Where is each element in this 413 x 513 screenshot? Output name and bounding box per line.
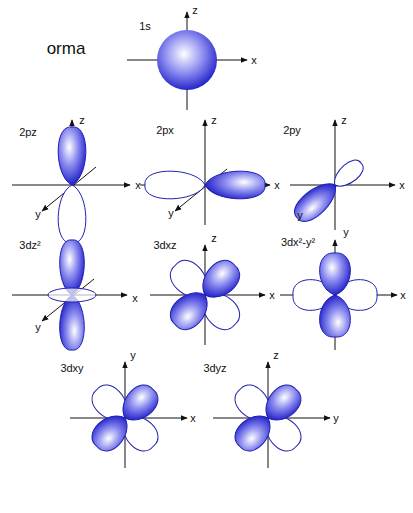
orbital-shape [58,127,86,243]
orbital-lobe [320,253,351,295]
axis-or-orbital-label: y [333,413,339,424]
orbital-lobe [60,295,85,350]
axis-or-orbital-label: z [341,115,347,126]
axis-or-orbital-label: y [35,322,41,333]
axis-or-orbital-label: 1s [139,21,151,32]
axis-or-orbital-label: y [130,350,136,361]
axis-or-orbital-label: z [79,115,85,126]
axis-or-orbital-label: 3dxy [60,363,83,374]
orbital-shape [164,254,245,335]
axis-or-orbital-label: 3dz² [19,240,40,251]
orbital-lobe [205,171,265,199]
orbital-lobe [320,295,351,337]
axis-or-orbital-label: 3dx²-y² [281,237,315,248]
orbital-lobe [60,240,85,295]
axis-or-orbital-label: x [251,55,257,66]
axis-or-orbital-label: x [190,413,196,424]
axis-or-orbital-label: z [211,115,217,126]
axis-or-orbital-label: y [35,209,41,220]
axis-or-orbital-label: z [273,350,279,361]
axis-or-orbital-label: y [168,208,174,219]
axis-or-orbital-label: 2pz [19,127,37,138]
orbital-lobe [58,127,86,185]
axis-or-orbital-label: x [274,180,280,191]
s-orbital-sphere [157,30,217,90]
cut-off-heading: orma [47,40,86,57]
axis-arrow [205,120,206,225]
axis-or-orbital-label: x [400,290,406,301]
orbital-lobe [58,185,86,243]
axis-or-orbital-label: 3dxz [153,240,176,251]
axis-arrow [335,120,336,230]
axis-or-orbital-label: z [211,233,217,244]
orbital-shape [48,240,96,350]
orbital-lobe [229,408,278,457]
orbital-shape [145,171,265,199]
axis-or-orbital-label: 2px [156,125,174,136]
orbital-shape [289,156,367,227]
orbital-lobe [86,408,135,457]
orbital-shape [86,379,163,456]
orbital-ring [48,288,96,302]
axis-or-orbital-label: 3dyz [203,363,226,374]
orbital-lobe [145,171,205,199]
orbital-lobe [289,176,343,227]
orbital-shape [157,30,217,90]
axis-or-orbital-label: x [399,180,405,191]
axis-or-orbital-label: y [343,227,349,238]
orbital-lobe [164,284,216,336]
axis-or-orbital-label: y [297,210,303,221]
orbital-shape [293,253,377,337]
axis-or-orbital-label: z [192,5,198,16]
axis-or-orbital-label: x [132,293,138,304]
axis-or-orbital-label: x [269,290,275,301]
axis-or-orbital-label: x [135,180,141,191]
orbital-shape [229,379,306,456]
axis-or-orbital-label: 2py [283,125,301,136]
